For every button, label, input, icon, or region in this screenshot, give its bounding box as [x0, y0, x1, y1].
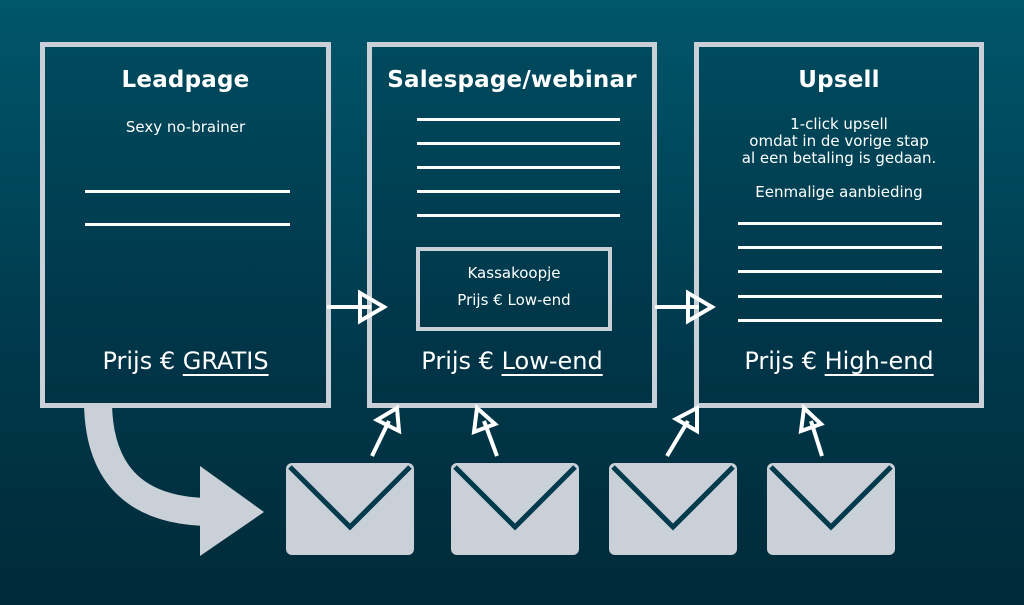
price-prefix: Prijs €	[421, 347, 494, 375]
text-line	[417, 166, 620, 169]
arrow-icon	[471, 403, 499, 457]
box-line-2: Prijs € Low-end	[457, 291, 571, 309]
upsell-desc-line-4: Eenmalige aanbieding	[755, 183, 923, 201]
leadpage-panel: Leadpage Sexy no-brainer Prijs € GRATIS	[40, 42, 331, 408]
text-line	[85, 223, 290, 226]
upsell-price: Prijs € High-end	[699, 347, 979, 375]
envelope-icon	[286, 463, 414, 555]
leadpage-subtitle: Sexy no-brainer	[125, 118, 246, 136]
text-line	[738, 246, 942, 249]
price-value: GRATIS	[182, 347, 269, 375]
upsell-title: Upsell	[798, 67, 880, 93]
text-line	[738, 222, 942, 225]
leadpage-title: Leadpage	[121, 67, 250, 93]
curved-arrow-icon	[84, 403, 264, 556]
envelope-icon	[451, 463, 579, 555]
leadpage-price: Prijs € GRATIS	[45, 347, 326, 375]
envelope-icon	[609, 463, 737, 555]
arrow-icon	[327, 289, 388, 325]
salespage-title: Salespage/webinar	[387, 67, 637, 93]
text-line	[738, 319, 942, 322]
text-line	[738, 295, 942, 298]
text-line	[417, 142, 620, 145]
upsell-desc-line-2: omdat in de vorige stap	[749, 132, 929, 150]
salespage-price: Prijs € Low-end	[372, 347, 652, 375]
text-line	[85, 190, 290, 193]
text-line	[417, 214, 620, 217]
upsell-panel: Upsell 1-click upsell omdat in de vorige…	[694, 42, 984, 408]
price-prefix: Prijs €	[744, 347, 817, 375]
text-line	[738, 270, 942, 273]
price-value: Low-end	[501, 347, 603, 375]
kassakoopje-box: Kassakoopje Prijs € Low-end	[416, 247, 612, 331]
arrow-icon	[655, 289, 716, 325]
price-prefix: Prijs €	[102, 347, 176, 375]
box-line-1: Kassakoopje	[467, 264, 561, 282]
arrow-icon	[370, 404, 402, 457]
envelope-icon	[767, 463, 895, 555]
text-line	[417, 118, 620, 121]
arrow-icon	[665, 404, 699, 458]
arrow-icon	[798, 403, 825, 457]
price-value: High-end	[824, 347, 934, 375]
upsell-desc-line-1: 1-click upsell	[790, 115, 888, 133]
salespage-panel: Salespage/webinar Kassakoopje Prijs € Lo…	[367, 42, 657, 408]
upsell-desc-line-3: al een betaling is gedaan.	[741, 149, 937, 167]
text-line	[417, 190, 620, 193]
